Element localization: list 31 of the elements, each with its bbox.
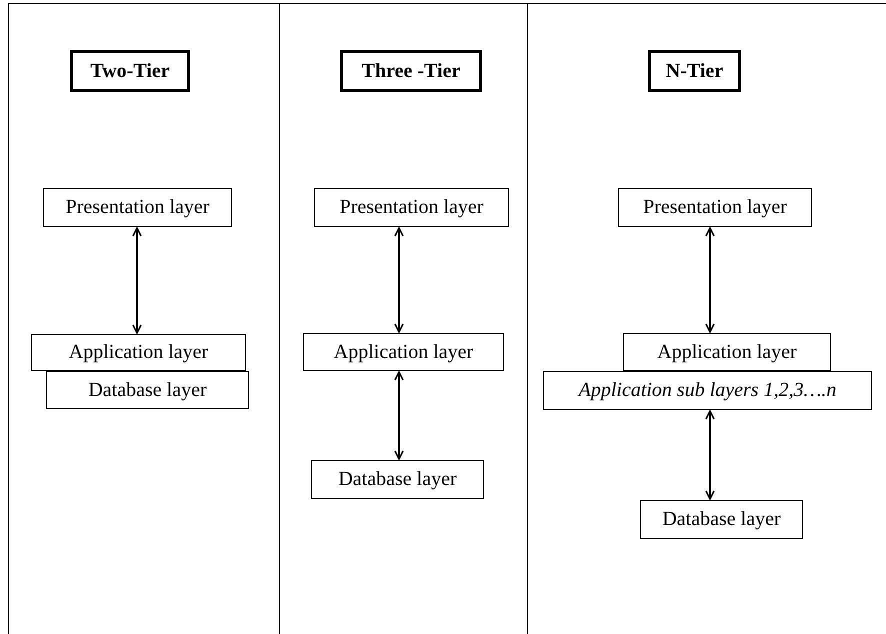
layer-box: [31, 334, 246, 371]
layer-label: Application layer: [68, 341, 208, 364]
layer-label: Presentation layer: [643, 196, 787, 219]
double-arrow: [394, 227, 404, 333]
tier-heading-box: [70, 50, 190, 92]
layer-label: N-Tier: [666, 60, 724, 82]
layer-box: [314, 188, 509, 227]
layer-label: Database layer: [88, 378, 207, 402]
layer-box: [303, 333, 504, 371]
layer-box: [311, 460, 484, 499]
tier-heading-box: [648, 50, 741, 92]
layer-label: Application sub layers 1,2,3….n: [578, 379, 836, 402]
layer-label: Presentation layer: [340, 196, 484, 219]
layer-label: Application layer: [657, 340, 797, 364]
double-arrow: [705, 410, 715, 500]
layer-label: Presentation layer: [66, 196, 210, 219]
layer-box: [543, 371, 872, 410]
layer-label: Application layer: [334, 340, 474, 364]
layer-box: [46, 371, 249, 409]
double-arrow: [132, 227, 142, 334]
layer-box: [623, 333, 831, 371]
layer-box: [618, 188, 812, 227]
tier-heading-box: [340, 50, 482, 92]
layer-label: Three -Tier: [362, 60, 460, 82]
layer-box: [43, 188, 232, 227]
double-arrow: [705, 227, 715, 333]
double-arrow: [394, 371, 404, 460]
layer-label: Database layer: [662, 508, 781, 531]
layer-box: [640, 500, 803, 539]
layer-label: Two-Tier: [90, 60, 170, 82]
layer-label: Database layer: [338, 468, 457, 491]
